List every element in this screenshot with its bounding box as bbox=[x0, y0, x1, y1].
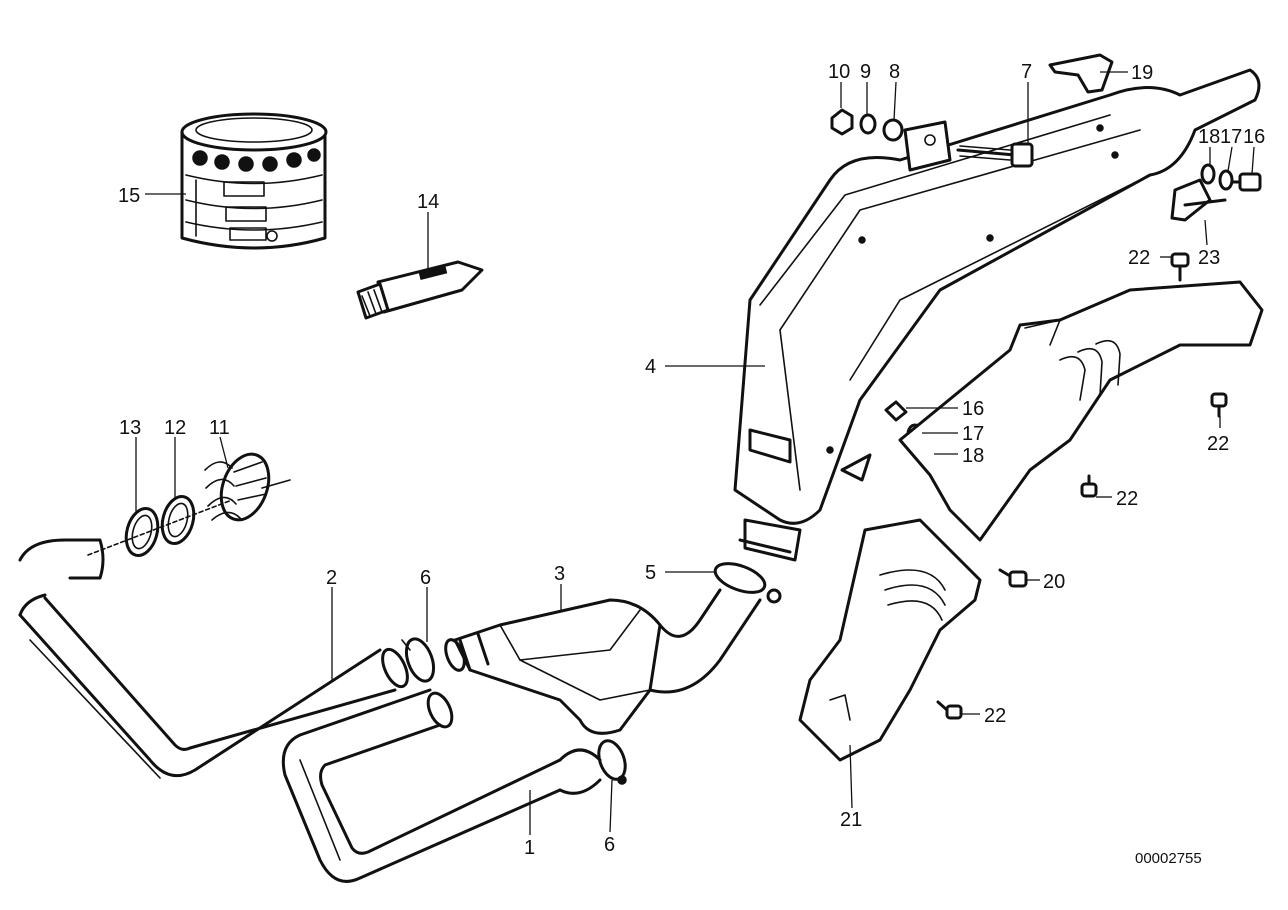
part-15-paste-can[interactable] bbox=[180, 112, 328, 250]
muffler-mount-bracket bbox=[903, 120, 952, 172]
part-18-washer-upper[interactable] bbox=[1200, 163, 1216, 185]
part-19-bracket[interactable] bbox=[1048, 53, 1114, 94]
callout-6-upper[interactable]: 6 bbox=[420, 567, 431, 589]
document-number: 00002755 bbox=[1135, 850, 1202, 867]
heat-shield-lower[interactable] bbox=[798, 518, 982, 762]
callout-22-b[interactable]: 22 bbox=[1207, 433, 1229, 455]
callout-11[interactable]: 11 bbox=[209, 417, 230, 439]
part-2-exhaust-pipe-left[interactable] bbox=[18, 538, 413, 779]
callout-16-upper[interactable]: 16 bbox=[1243, 126, 1265, 148]
callout-18-upper[interactable]: 18 bbox=[1198, 126, 1220, 148]
callout-1[interactable]: 1 bbox=[524, 837, 535, 859]
part-12-gasket[interactable] bbox=[157, 493, 198, 547]
callout-16-middle[interactable]: 16 bbox=[962, 398, 984, 420]
part-16-screw-upper[interactable] bbox=[1230, 172, 1262, 192]
callout-6-lower[interactable]: 6 bbox=[604, 834, 615, 856]
callout-4[interactable]: 4 bbox=[645, 356, 656, 378]
callout-2[interactable]: 2 bbox=[326, 567, 337, 589]
part-22-screw-b[interactable] bbox=[1210, 392, 1228, 418]
callout-19[interactable]: 19 bbox=[1131, 62, 1153, 84]
callout-22-d[interactable]: 22 bbox=[984, 705, 1006, 727]
callout-7[interactable]: 7 bbox=[1021, 61, 1032, 83]
part-17-washer-upper[interactable] bbox=[1218, 169, 1234, 191]
part-6-clamp-lower[interactable] bbox=[594, 737, 630, 785]
callout-8[interactable]: 8 bbox=[889, 61, 900, 83]
part-20-screw[interactable] bbox=[998, 568, 1028, 588]
callout-21[interactable]: 21 bbox=[840, 809, 862, 831]
part-3-collector[interactable] bbox=[442, 588, 762, 735]
callout-22-c[interactable]: 22 bbox=[1116, 488, 1138, 510]
callout-3[interactable]: 3 bbox=[554, 563, 565, 585]
part-6-clamp-upper[interactable] bbox=[401, 635, 439, 685]
part-11-spring-nut[interactable] bbox=[204, 448, 291, 527]
part-14-paste-tube[interactable] bbox=[356, 260, 484, 320]
callout-labels: 15 14 13 12 11 2 6 3 5 4 1 6 7 8 9 10 19… bbox=[118, 61, 1265, 867]
part-10-nut[interactable] bbox=[830, 108, 854, 136]
part-22-screw-a[interactable] bbox=[1170, 252, 1190, 282]
part-13-gasket[interactable] bbox=[121, 505, 162, 559]
callout-10[interactable]: 10 bbox=[828, 61, 850, 83]
leader-lines bbox=[135, 71, 1255, 835]
part-22-screw-d[interactable] bbox=[936, 700, 963, 720]
callout-17-middle[interactable]: 17 bbox=[962, 423, 984, 445]
part-23-bracket[interactable] bbox=[1170, 178, 1227, 222]
heat-shield-upper[interactable] bbox=[898, 280, 1264, 542]
callout-9[interactable]: 9 bbox=[860, 61, 871, 83]
part-5-clamp[interactable] bbox=[711, 558, 782, 604]
callout-20[interactable]: 20 bbox=[1043, 571, 1065, 593]
part-22-screw-c[interactable] bbox=[1080, 474, 1098, 498]
callout-23[interactable]: 23 bbox=[1198, 247, 1220, 269]
part-16-screw-middle[interactable] bbox=[884, 400, 908, 422]
part-7-bolt[interactable] bbox=[956, 142, 1034, 168]
part-8-washer[interactable] bbox=[882, 118, 904, 142]
callout-22-a[interactable]: 22 bbox=[1128, 247, 1150, 269]
callout-14[interactable]: 14 bbox=[417, 191, 439, 213]
callout-12[interactable]: 12 bbox=[164, 417, 186, 439]
callout-5[interactable]: 5 bbox=[645, 562, 656, 584]
callout-13[interactable]: 13 bbox=[119, 417, 141, 439]
part-9-washer[interactable] bbox=[859, 113, 877, 135]
callout-17-upper[interactable]: 17 bbox=[1220, 126, 1242, 148]
part-4-muffler[interactable] bbox=[733, 68, 1261, 562]
callout-18-middle[interactable]: 18 bbox=[962, 445, 984, 467]
part-1-exhaust-pipe-right[interactable] bbox=[281, 688, 602, 883]
callout-15[interactable]: 15 bbox=[118, 185, 140, 207]
